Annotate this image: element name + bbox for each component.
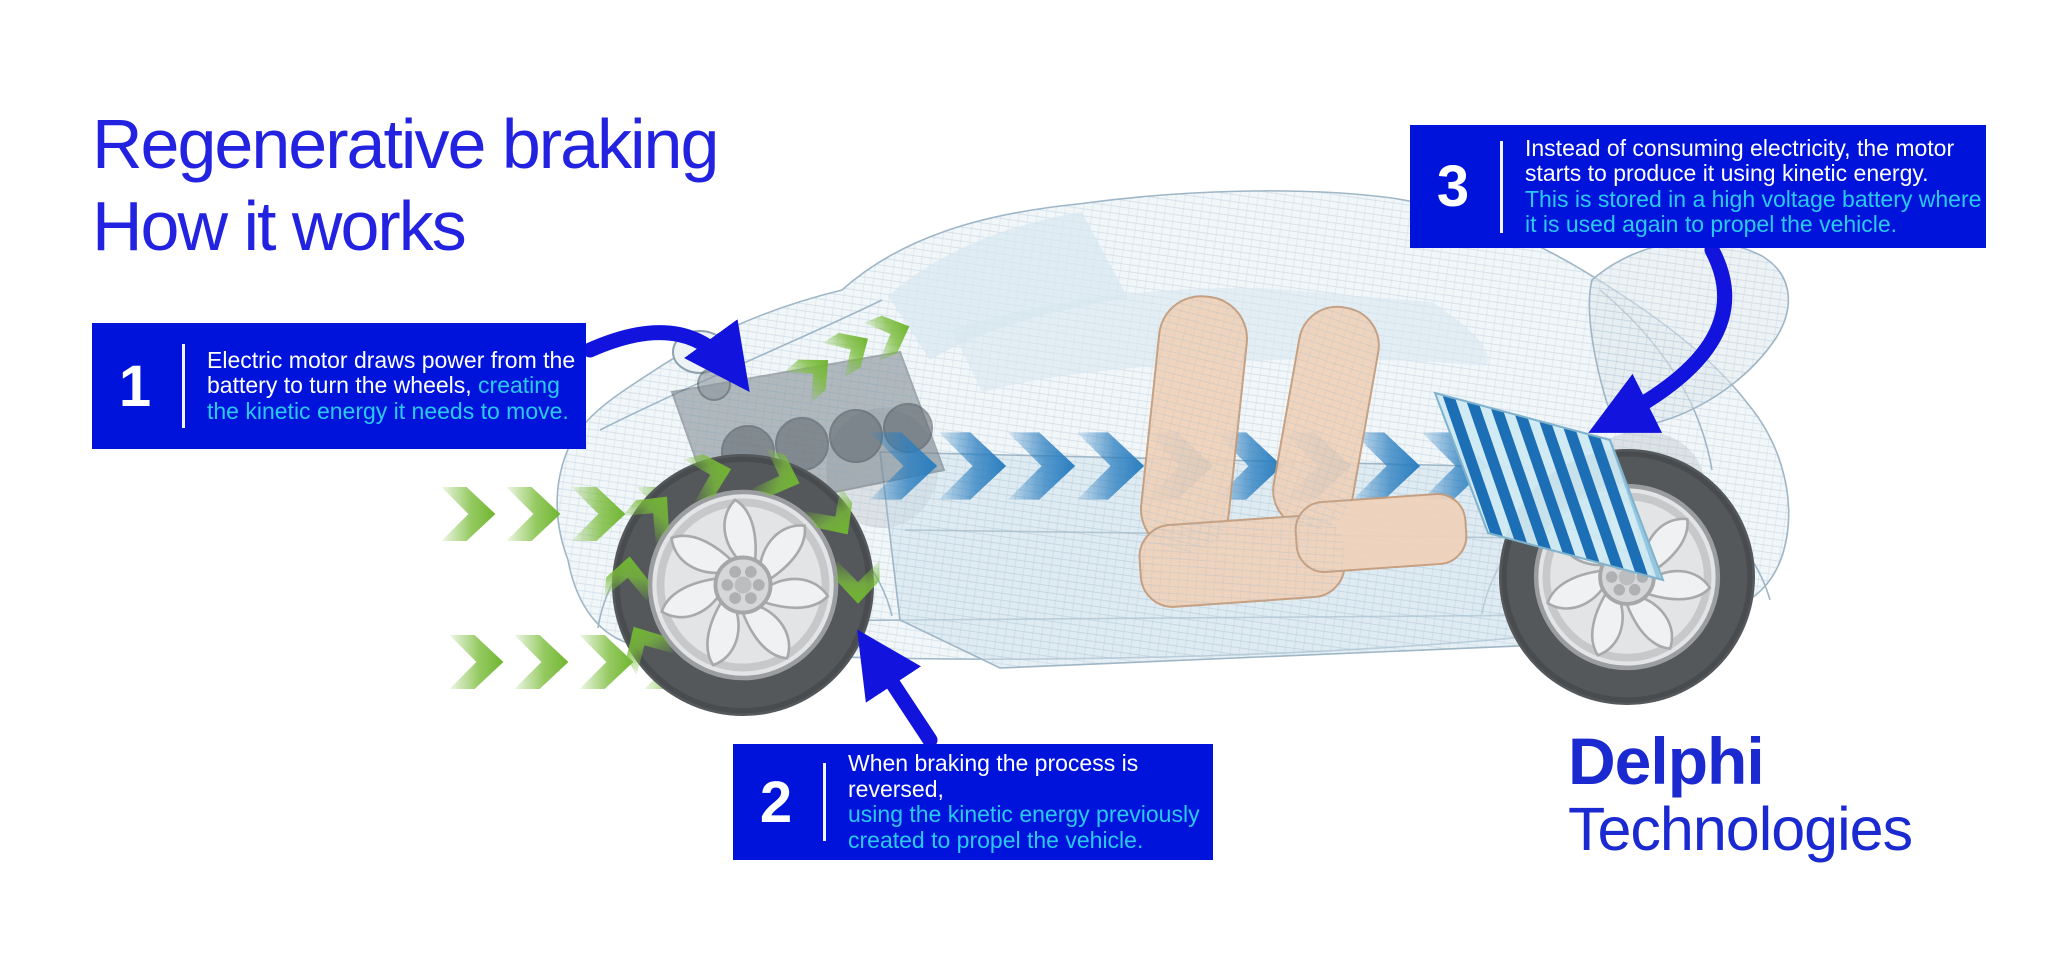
callout-arrow-3 (1588, 242, 1733, 433)
callout-text-highlight: This is stored in a high voltage battery… (1525, 185, 1982, 237)
step-number: 3 (1436, 154, 1470, 219)
callout-text-highlight: creating the kinetic energy it needs to … (207, 372, 569, 424)
callout-text-primary: Electric motor draws power from the batt… (207, 346, 576, 399)
callout-text-highlight: using the kinetic energy previously crea… (848, 801, 1200, 853)
step-number: 2 (759, 769, 793, 835)
callout-arrows (582, 242, 1733, 748)
callout-text: When braking the process is reversed, us… (848, 750, 1213, 853)
high-voltage-battery-pack (1433, 391, 1665, 582)
callout-arrow-2 (857, 629, 938, 748)
delphi-technologies-logo: Delphi Technologies (1568, 724, 1913, 863)
callout-step-2: 2 When braking the process is reversed, … (733, 744, 1213, 860)
callout-divider (182, 344, 185, 428)
callout-divider (823, 763, 826, 841)
logo-wordmark-line1: Delphi (1568, 724, 1765, 798)
callout-text: Instead of consuming electricity, the mo… (1525, 134, 1982, 238)
callout-step-1: 1 Electric motor draws power from the ba… (92, 323, 586, 449)
step-number: 1 (118, 353, 152, 419)
callout-arrow-1 (582, 319, 750, 393)
callout-divider (1500, 140, 1503, 233)
page-title: Regenerative braking How it works (92, 103, 719, 267)
page-title-line1: Regenerative braking (92, 104, 719, 183)
logo-wordmark-line2: Technologies (1568, 795, 1913, 863)
callout-step-3: 3 Instead of consuming electricity, the … (1410, 125, 1986, 248)
callout-text-primary: When braking the process is reversed, (848, 750, 1139, 802)
seats (1138, 295, 1468, 608)
callout-text: Electric motor draws power from the batt… (207, 346, 576, 425)
page-title-line2: How it works (92, 186, 467, 265)
callout-text-primary: Instead of consuming electricity, the mo… (1525, 134, 1955, 186)
front-wheel (612, 454, 874, 716)
